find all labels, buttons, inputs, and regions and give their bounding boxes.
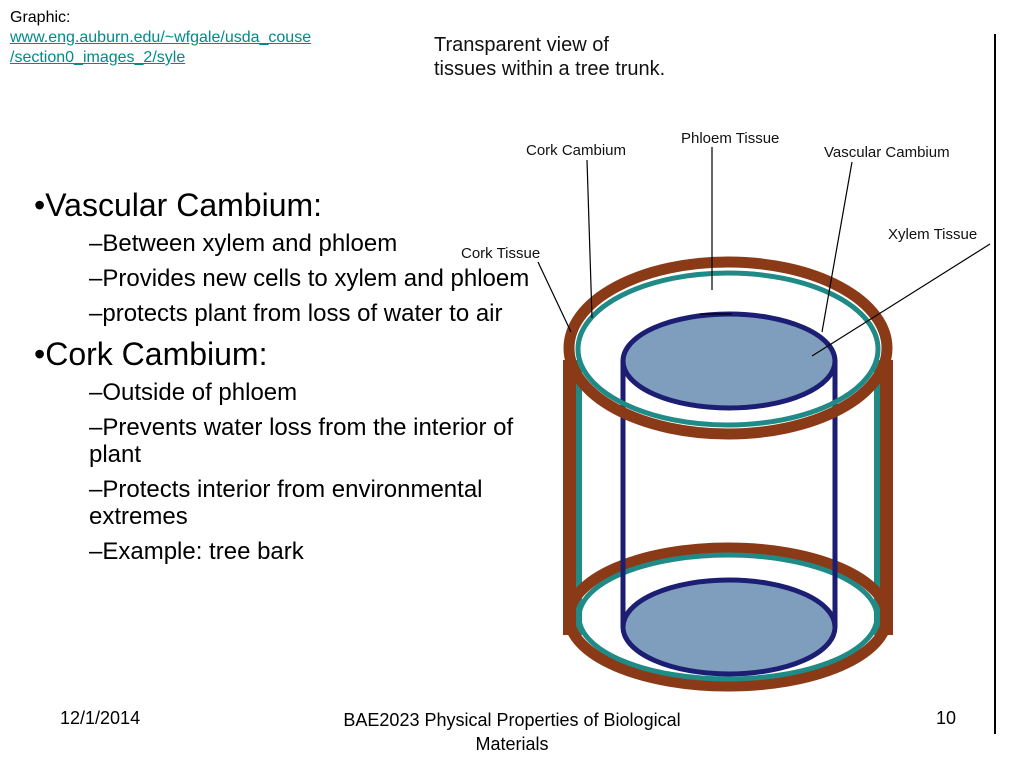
label-vascular-cambium: Vascular Cambium xyxy=(824,144,950,161)
footer-date: 12/1/2014 xyxy=(60,708,141,728)
leader-cork-tissue xyxy=(537,261,572,333)
bullet-cork-cambium: •Cork Cambium: xyxy=(34,336,268,372)
top-cambium-ring xyxy=(575,270,881,428)
figure-title: Transparent view of tissues within a tre… xyxy=(434,33,665,81)
top-xylem-disc xyxy=(620,311,838,411)
sub-bullet: –Outside of phloem xyxy=(89,379,298,406)
leader-cork-cambium xyxy=(586,159,593,319)
slide-border-line xyxy=(994,34,996,734)
credit-link-line1[interactable]: www.eng.auburn.edu/~wfgale/usda_couse xyxy=(10,29,312,46)
sub-bullet: –Between xylem and phloem xyxy=(89,230,398,257)
sub-bullet: –Provides new cells to xylem and phloem xyxy=(89,265,530,292)
bullet-vascular-cambium: •Vascular Cambium: xyxy=(34,187,323,223)
credit-link-line2[interactable]: /section0_images_2/syle xyxy=(10,49,186,66)
label-phloem-tissue: Phloem Tissue xyxy=(681,130,779,147)
label-cork-tissue: Cork Tissue xyxy=(461,245,540,262)
footer-title: BAE2023 Physical Properties of Biologica… xyxy=(343,710,681,754)
credit-label: Graphic: xyxy=(10,9,71,26)
top-bark-ring xyxy=(563,256,893,440)
bark-wall-right xyxy=(880,360,893,635)
bottom-cambium-ring xyxy=(576,552,880,682)
label-cork-cambium: Cork Cambium xyxy=(526,142,626,159)
sub-bullet: –Prevents water loss from the interior o… xyxy=(89,414,514,468)
sub-bullet: –protects plant from loss of water to ai… xyxy=(89,300,503,327)
cambium-wall-right xyxy=(874,360,880,635)
figure-title-line2: tissues within a tree trunk. xyxy=(434,58,666,80)
bark-wall-left xyxy=(563,360,576,635)
graphic-credit: Graphic: www.eng.auburn.edu/~wfgale/usda… xyxy=(10,8,311,68)
leader-xylem-tissue xyxy=(811,243,991,357)
bottom-bark-ring xyxy=(563,542,893,692)
figure-title-line1: Transparent view of xyxy=(434,34,609,56)
sub-bullet: –Example: tree bark xyxy=(89,538,304,565)
leader-vascular-cambium xyxy=(821,161,853,333)
cambium-wall-left xyxy=(576,360,582,635)
bottom-xylem-disc xyxy=(620,577,838,677)
slide-content: •Vascular Cambium: –Between xylem and ph… xyxy=(34,186,574,573)
sub-bullet: –Protects interior from environmental ex… xyxy=(89,476,483,530)
label-xylem-tissue: Xylem Tissue xyxy=(888,226,977,243)
page-number: 10 xyxy=(936,708,957,728)
